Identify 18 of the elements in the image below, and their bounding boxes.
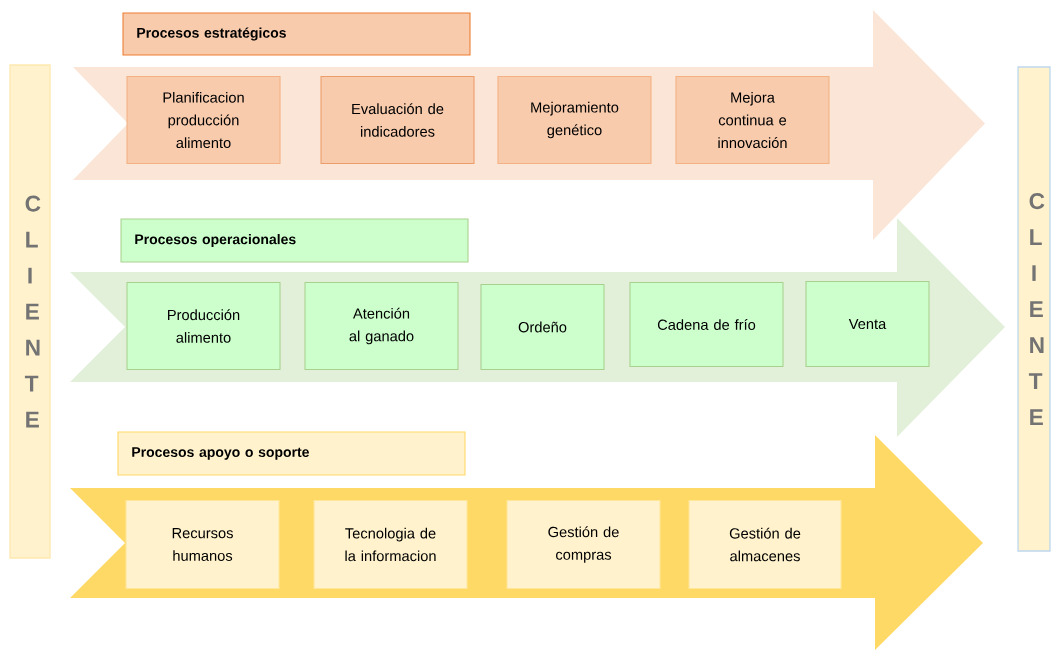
process-box: Tecnologia de la informacion bbox=[313, 499, 468, 590]
process-box: Gestión de almacenes bbox=[688, 499, 842, 590]
group-heading: Procesos apoyo o soporte bbox=[117, 431, 466, 476]
client-band: C L I E N T E bbox=[9, 64, 51, 559]
process-box: Cadena de frío bbox=[629, 281, 784, 368]
process-box: Mejoramiento genético bbox=[497, 75, 652, 165]
process-box: Gestión de compras bbox=[506, 499, 661, 590]
process-box: Planificacion producción alimento bbox=[126, 75, 281, 165]
group-heading: Procesos estratégicos bbox=[122, 12, 471, 56]
process-box: Producción alimento bbox=[126, 281, 281, 371]
process-box: Mejora continua e innovación bbox=[675, 75, 830, 165]
process-box: Evaluación de indicadores bbox=[320, 75, 475, 165]
process-box: Recursos humanos bbox=[125, 499, 280, 590]
process-box: Ordeño bbox=[480, 283, 605, 371]
process-box: Atención al ganado bbox=[304, 281, 459, 371]
client-band: C L I E N T E bbox=[1017, 66, 1051, 552]
group-heading: Procesos operacionales bbox=[120, 218, 469, 263]
process-box: Venta bbox=[805, 280, 930, 368]
